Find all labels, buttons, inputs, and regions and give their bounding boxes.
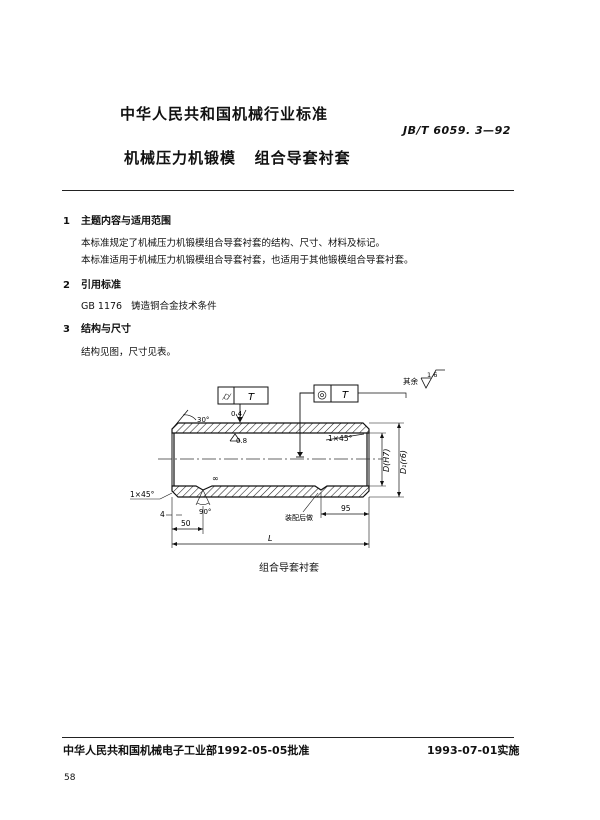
- approval-line: 中华人民共和国机械电子工业部1992-05-05批准: [63, 744, 310, 757]
- page-number: 58: [64, 773, 76, 783]
- section-1-heading: 1 主题内容与适用范围: [63, 212, 171, 227]
- groove-line-left: [195, 489, 204, 506]
- angle-30-label: 30°: [197, 416, 209, 424]
- concentricity-icon: ◎: [317, 388, 327, 401]
- header-divider: [62, 190, 514, 191]
- dim-4-label: 4: [160, 510, 165, 519]
- doc-title: 机械压力机锻模 组合导套衬套: [124, 149, 351, 167]
- rest-label: 其余: [403, 376, 418, 386]
- section-3-paragraph-1: 结构见图，尺寸见表。: [81, 347, 177, 358]
- dia-inner-label: D(H7): [382, 448, 391, 472]
- dim-50: [171, 497, 204, 548]
- groove-line-right: [202, 489, 211, 506]
- cylindricity-icon: ⌭: [222, 390, 232, 403]
- rough-top-value: 0.4: [231, 410, 243, 418]
- footer-divider: [62, 737, 514, 738]
- rest-roughness-value: 1.6: [427, 371, 437, 379]
- top-wall-section: [171, 422, 370, 434]
- rest-roughness-symbol: [420, 369, 445, 389]
- section-2-paragraph-1: GB 1176 铸造铜合金技术条件: [81, 301, 217, 312]
- org-title: 中华人民共和国机械行业标准: [120, 105, 329, 123]
- figure-caption: 组合导套衬套: [259, 563, 319, 574]
- standard-number: JB/T 6059. 3—92: [403, 124, 511, 137]
- chamfer-right-label: 1×45°: [328, 434, 353, 443]
- angle-30-arc: [182, 414, 197, 421]
- section-2-number: 2: [63, 280, 70, 291]
- dim-outer-diameter: [369, 422, 404, 498]
- infinity-symbol: ∞: [212, 474, 219, 483]
- section-1-number: 1: [63, 216, 70, 227]
- assembly-note: 装配后做: [285, 513, 313, 522]
- assembly-note-leader: [302, 492, 319, 513]
- dim-50-label: 50: [181, 519, 191, 528]
- dia-outer-label: D₁(r6): [399, 450, 408, 474]
- dim-L-label: L: [268, 534, 272, 543]
- chamfer-30-leader: [172, 409, 189, 429]
- section-1-paragraph-1: 本标准规定了机械压力机锻模组合导套衬套的结构、尺寸、材料及标记。: [81, 238, 386, 249]
- section-3-number: 3: [63, 324, 70, 335]
- fcf-right: ◎ T: [296, 384, 407, 458]
- dim-95: [320, 492, 370, 548]
- rough-bore-value: 0.8: [236, 437, 247, 445]
- fcf-left-datum: T: [248, 392, 255, 403]
- rough-bore-symbol: [229, 433, 241, 442]
- section-3-title: 结构与尺寸: [81, 324, 131, 335]
- fcf-right-datum: T: [342, 390, 349, 401]
- section-1-paragraph-2: 本标准适用于机械压力机锻模组合导套衬套，也适用于其他锻模组合导套衬套。: [81, 255, 414, 266]
- chamfer-right-leader: [325, 433, 365, 441]
- angle-90-arc: [196, 502, 210, 505]
- section-1-title: 主题内容与适用范围: [81, 216, 171, 227]
- section-2-heading: 2 引用标准: [63, 276, 121, 291]
- section-2-title: 引用标准: [81, 280, 121, 291]
- angle-90-label: 90°: [199, 508, 211, 516]
- bottom-wall-section: [171, 485, 370, 498]
- rough-top-symbol: [235, 409, 247, 423]
- section-3-heading: 3 结构与尺寸: [63, 320, 131, 335]
- chamfer-left-label: 1×45°: [130, 490, 155, 499]
- dim-95-label: 95: [341, 504, 351, 513]
- dim-inner-diameter: [369, 432, 386, 487]
- implementation-date: 1993-07-01实施: [427, 744, 520, 757]
